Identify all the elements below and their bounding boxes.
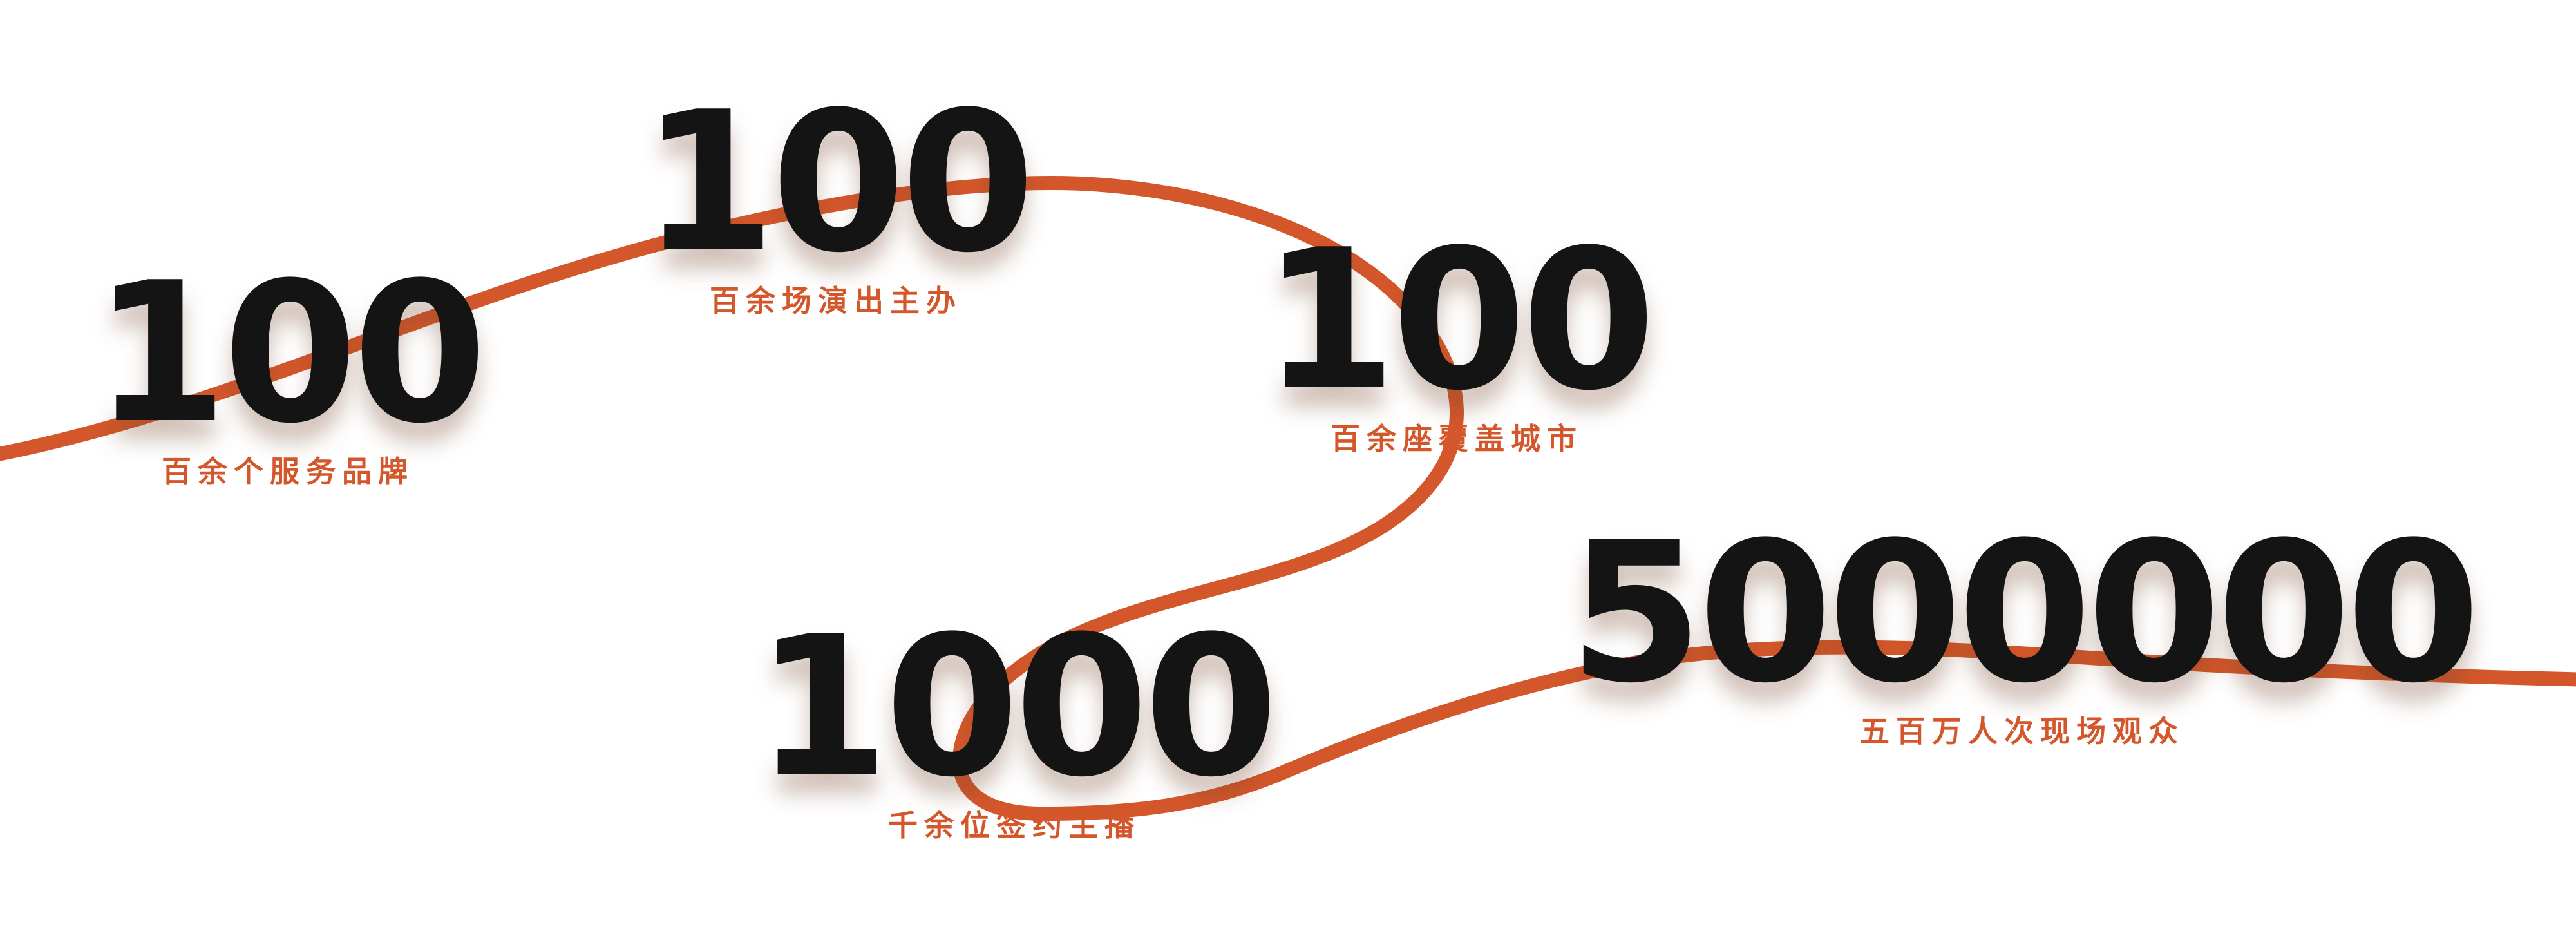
stat-number: 5000000 [1568, 501, 2481, 725]
stat-number: 100 [1262, 208, 1656, 433]
stat-performances-hosted: 100 百余场演出主办 [641, 70, 1035, 318]
stat-label: 百余场演出主办 [709, 283, 962, 318]
journey-curve-path [0, 175, 2576, 821]
stat-label: 千余位签约主播 [888, 808, 1141, 843]
stat-service-brands: 100 百余个服务品牌 [93, 241, 487, 489]
stat-label: 五百万人次现场观众 [1860, 714, 2184, 749]
stat-cities-covered: 100 百余座覆盖城市 [1262, 208, 1656, 456]
stat-label: 百余个服务品牌 [161, 454, 414, 489]
stat-label: 百余座覆盖城市 [1330, 421, 1583, 456]
stat-number: 100 [93, 241, 487, 466]
stat-live-audience: 5000000 五百万人次现场观众 [1568, 501, 2481, 749]
stat-number: 1000 [755, 595, 1278, 820]
stat-number: 100 [641, 70, 1035, 295]
stat-signed-anchors: 1000 千余位签约主播 [755, 595, 1278, 843]
